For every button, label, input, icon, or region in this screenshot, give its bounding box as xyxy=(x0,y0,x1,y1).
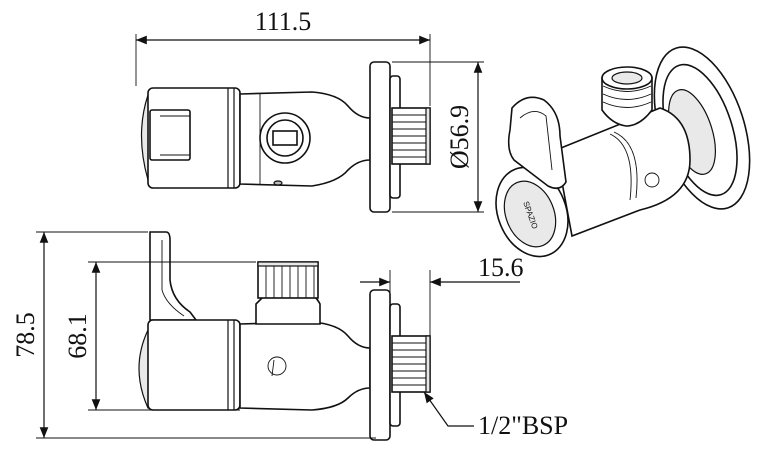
dim-thread-length: 15.6 xyxy=(478,253,524,282)
isometric-view: SPAZIO xyxy=(495,46,751,258)
side-top-thread-lines xyxy=(265,262,315,298)
iso-logo-icon xyxy=(644,172,660,188)
dim-body-height: 68.1 xyxy=(63,313,92,359)
top-view: 111.5 Ø56.9 xyxy=(135,7,484,213)
side-thread-lines xyxy=(392,342,430,386)
side-view: 78.5 68.1 15.6 1/2"BSP xyxy=(11,231,568,441)
dim-total-height: 78.5 xyxy=(11,312,40,358)
dim-flange-diameter: Ø56.9 xyxy=(445,105,474,169)
thread-spec-callout: 1/2"BSP xyxy=(478,411,568,440)
dim-overall-width: 111.5 xyxy=(255,7,312,36)
logo-mark-icon xyxy=(267,356,287,376)
iso-thread-lines xyxy=(602,85,652,108)
top-thread-lines xyxy=(392,114,430,158)
